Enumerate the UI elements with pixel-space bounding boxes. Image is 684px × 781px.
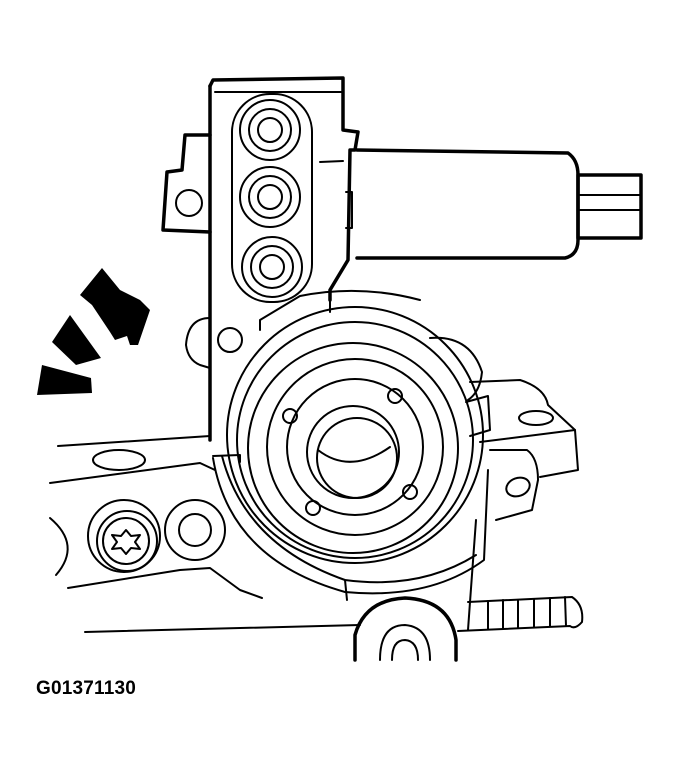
mounting-bracket <box>49 379 579 633</box>
electric-motor <box>345 148 643 260</box>
torx-bolt <box>87 499 161 573</box>
figure-code: G01371130 <box>36 678 137 699</box>
washer <box>164 499 226 561</box>
threaded-stud <box>457 519 584 632</box>
terminal-1 <box>239 99 301 161</box>
terminal-3 <box>241 236 303 298</box>
side-lug <box>489 449 539 521</box>
connector-block <box>161 76 360 442</box>
terminal-2 <box>239 166 301 228</box>
drive-gear-housing <box>185 289 491 601</box>
pivot-roller <box>353 596 458 662</box>
direction-arrow-icon <box>37 268 150 395</box>
